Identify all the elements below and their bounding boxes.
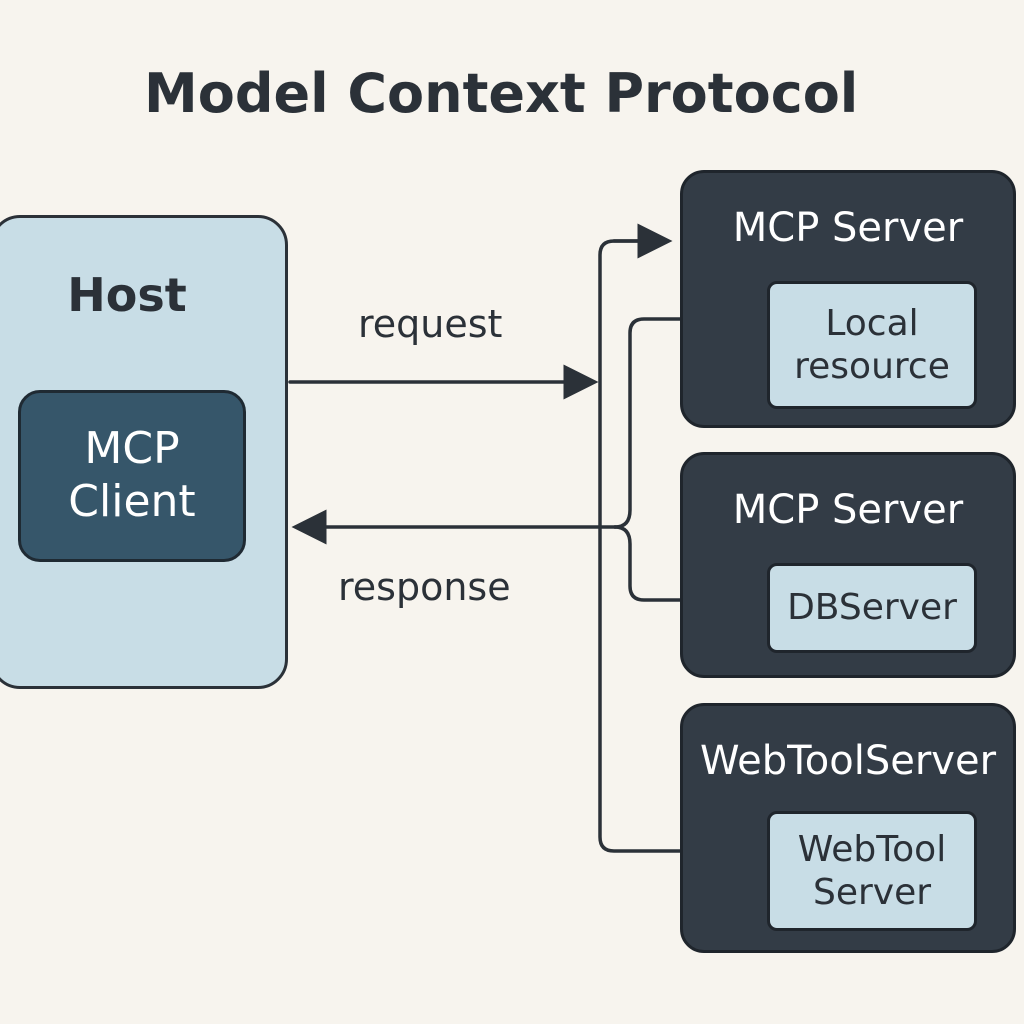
local-resource-box: Local resource [767, 281, 977, 409]
host-label: Host [67, 268, 187, 322]
server-title: WebToolServer [699, 738, 997, 784]
bus-to-local-resource [613, 317, 746, 529]
inner-label-line1: Local [825, 302, 919, 344]
mcp-server-2: MCP Server DBServer [680, 452, 1016, 678]
bus-to-dbserver [613, 525, 755, 618]
server-title: MCP Server [732, 487, 964, 533]
mcp-client-box: MCP Client [18, 390, 246, 562]
dbserver-box: DBServer [767, 563, 977, 653]
request-label: request [358, 302, 503, 346]
webtool-server: WebToolServer WebTool Server [680, 703, 1016, 953]
response-label: response [338, 565, 511, 609]
bus-to-server-top [598, 239, 755, 869]
inner-label-line1: WebTool [797, 828, 947, 870]
inner-label-line2: resource [794, 346, 950, 387]
server-title: MCP Server [732, 205, 964, 251]
inner-label-line1: DBServer [787, 587, 957, 629]
client-label-line2: Client [68, 476, 196, 527]
inner-label-line2: Server [812, 872, 932, 913]
diagram-title: Model Context Protocol [144, 62, 859, 125]
client-label-line1: MCP [84, 423, 180, 475]
mcp-server-1: MCP Server Local resource [680, 170, 1016, 428]
webtool-server-box: WebTool Server [767, 811, 977, 931]
